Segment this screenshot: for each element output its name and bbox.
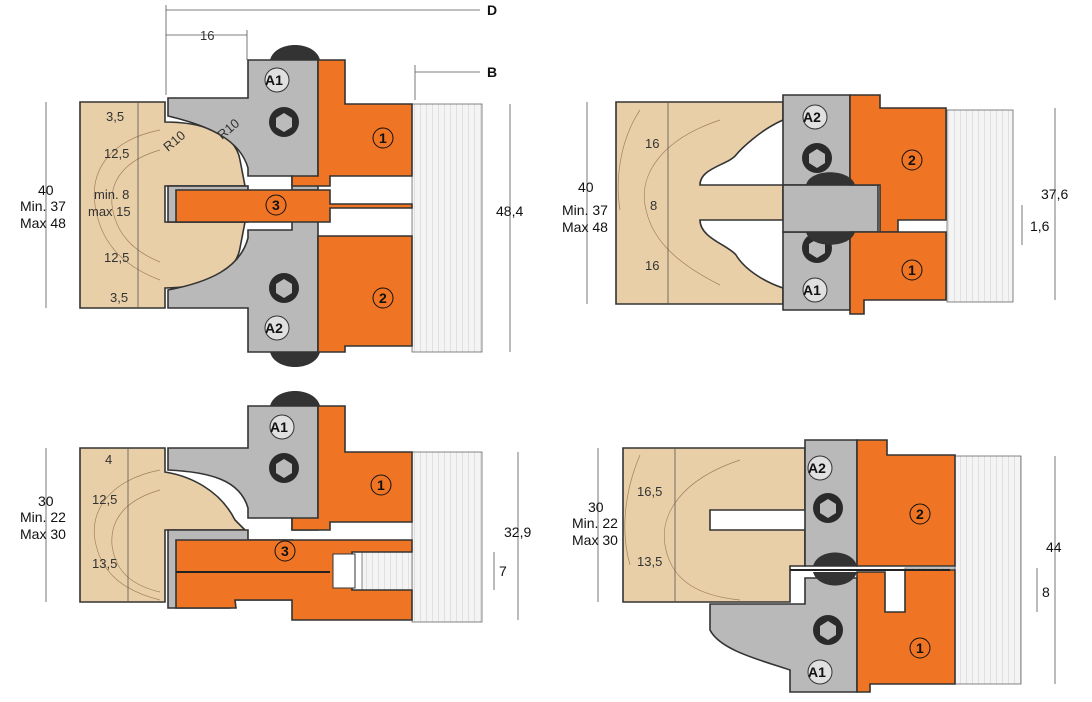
dim-v3: min. 8 [94, 187, 129, 202]
label-a2: A2 [808, 460, 826, 476]
dim-v2: 8 [650, 198, 657, 213]
dim-v4: max 15 [88, 204, 131, 219]
dim-height-max: Max 30 [572, 532, 618, 548]
label-part-2: 2 [379, 290, 387, 306]
orange-part-2 [849, 94, 947, 233]
label-part-2: 2 [916, 506, 924, 522]
orange-part-2 [856, 439, 956, 567]
dim-height-min: Min. 37 [20, 198, 66, 214]
orange-part-1 [291, 405, 413, 531]
dim-b-label: B [487, 64, 497, 80]
dim-height: 30 [38, 493, 54, 509]
dim-height: 40 [38, 182, 54, 198]
label-part-2: 2 [908, 152, 916, 168]
label-a2: A2 [265, 320, 283, 336]
dim-v1: 16 [645, 136, 659, 151]
dim-v1: 16,5 [637, 484, 662, 499]
label-a1: A1 [270, 419, 288, 435]
dim-d-label: D [487, 2, 497, 18]
orange-part-1 [856, 569, 956, 693]
dim-height-max: Max 30 [20, 526, 66, 542]
diagram-bottom-left: A1 1 3 30 Min. 22 Max 30 4 12,5 13,5 32,… [20, 391, 531, 623]
label-part-1: 1 [377, 477, 385, 493]
dim-width: 48,4 [496, 203, 523, 219]
dim-16-label: 16 [200, 28, 214, 43]
orange-part-1 [291, 59, 413, 187]
dim-height-min: Min. 37 [562, 202, 608, 218]
dim-height-max: Max 48 [20, 215, 66, 231]
dim-gap: 1,6 [1030, 218, 1050, 234]
diagram-bottom-right: A2 A1 2 1 30 Min. 22 Max 30 16,5 13,5 44… [572, 439, 1062, 693]
dim-v6: 3,5 [110, 290, 128, 305]
dim-gap: 7 [499, 563, 507, 579]
diagram-top-left: D B 16 A1 A2 1 2 3 [20, 2, 523, 367]
orange-part-1 [849, 231, 947, 315]
dim-width: 44 [1046, 539, 1062, 555]
diagram-top-right: A2 A1 2 1 40 Min. 37 Max 48 16 8 16 37,6… [562, 94, 1068, 315]
dim-width: 32,9 [504, 524, 531, 540]
label-part-1: 1 [379, 130, 387, 146]
dim-height: 40 [578, 179, 594, 195]
dim-v2: 13,5 [637, 554, 662, 569]
label-part-3: 3 [281, 543, 289, 559]
label-part-3: 3 [272, 197, 280, 213]
dim-v3: 13,5 [92, 556, 117, 571]
label-a2: A2 [803, 109, 821, 125]
dim-gap: 8 [1042, 584, 1050, 600]
dim-height-min: Min. 22 [20, 509, 66, 525]
dim-height-max: Max 48 [562, 219, 608, 235]
dim-v2: 12,5 [92, 492, 117, 507]
label-part-1: 1 [916, 640, 924, 656]
label-a1: A1 [808, 664, 826, 680]
dim-height: 30 [588, 499, 604, 515]
dim-height-min: Min. 22 [572, 515, 618, 531]
label-a1: A1 [265, 72, 283, 88]
label-part-1: 1 [908, 262, 916, 278]
dim-v1: 4 [105, 452, 112, 467]
dim-v2: 12,5 [104, 146, 129, 161]
dim-v1: 3,5 [106, 109, 124, 124]
dim-width: 37,6 [1041, 186, 1068, 202]
label-a1: A1 [803, 282, 821, 298]
orange-part-3 [175, 539, 413, 621]
dim-v3: 16 [645, 258, 659, 273]
orange-part-3 [175, 189, 413, 223]
orange-part-2 [317, 235, 413, 353]
dim-v5: 12,5 [104, 250, 129, 265]
